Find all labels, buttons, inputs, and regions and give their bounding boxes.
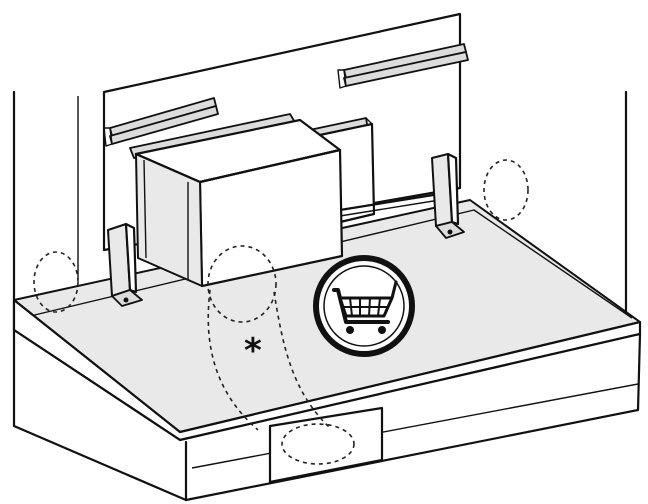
mounting-rail-left	[103, 97, 219, 147]
asterisk-marker: *	[244, 331, 262, 371]
cable-route-left	[207, 289, 259, 431]
main-unit-box	[129, 113, 344, 288]
drawer-front	[12, 328, 642, 502]
callout-left-wall	[33, 251, 79, 313]
label-plate	[268, 406, 384, 484]
callout-right-wall	[483, 159, 529, 221]
cable-route-right	[273, 291, 331, 429]
mounting-rail-right	[337, 43, 469, 89]
callout-label-plate	[281, 423, 355, 465]
shopping-cart-icon	[313, 255, 415, 357]
bracket-right	[431, 152, 465, 239]
bracket-left	[107, 222, 143, 307]
dashed-callouts	[33, 159, 529, 465]
callout-under-unit	[207, 245, 277, 323]
